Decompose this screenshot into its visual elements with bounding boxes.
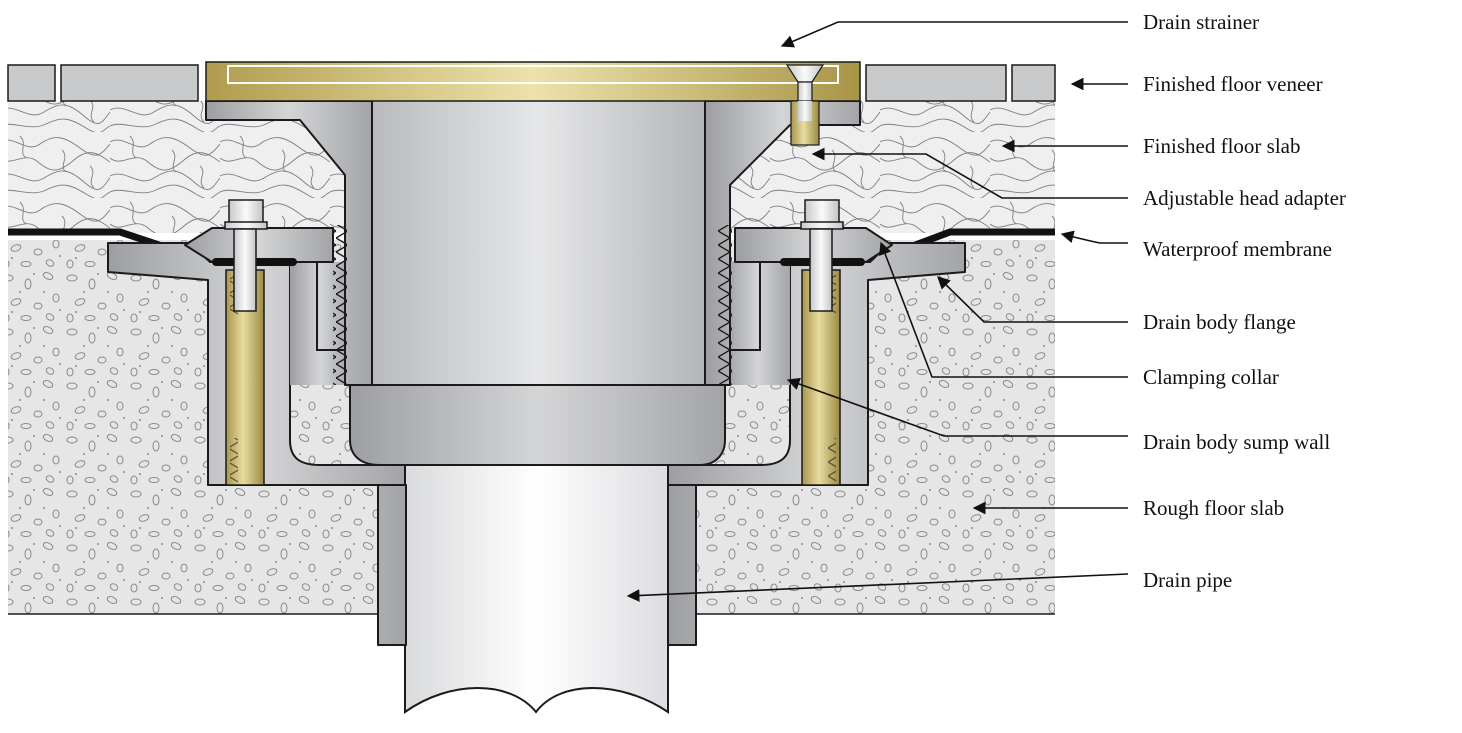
adjustable-head-adapter [205, 100, 861, 386]
label-adjustable-head-adapter: Adjustable head adapter [1143, 186, 1346, 210]
drain-pipe [404, 464, 669, 714]
clamping-collar [184, 227, 893, 266]
leader-drain-body-flange [937, 276, 1128, 323]
label-drain-body-flange: Drain body flange [1143, 310, 1296, 334]
label-drain-strainer: Drain strainer [1143, 10, 1260, 34]
callout-leaders [626, 21, 1129, 602]
clamping-bolt-right [800, 199, 844, 486]
leader-drain-pipe [626, 573, 1129, 602]
label-rough-floor-slab: Rough floor slab [1143, 496, 1285, 520]
label-drain-pipe: Drain pipe [1143, 568, 1233, 592]
clamping-bolt-left [224, 199, 268, 486]
label-clamping-collar: Clamping collar [1143, 365, 1279, 389]
leader-waterproof-membrane [1060, 230, 1128, 244]
leader-clamping-collar [879, 241, 1128, 378]
drain-strainer [205, 61, 861, 146]
label-finished-floor-slab: Finished floor slab [1143, 134, 1301, 158]
finished-floor-veneer [7, 64, 1056, 102]
label-waterproof-membrane: Waterproof membrane [1143, 237, 1332, 261]
label-drain-body-sump-wall: Drain body sump wall [1143, 430, 1331, 454]
leader-adjustable-head-adapter [811, 147, 1128, 199]
leader-drain-body-sump-wall [786, 377, 1128, 437]
leader-drain-strainer [780, 21, 1128, 48]
label-finished-floor-veneer: Finished floor veneer [1143, 72, 1323, 96]
